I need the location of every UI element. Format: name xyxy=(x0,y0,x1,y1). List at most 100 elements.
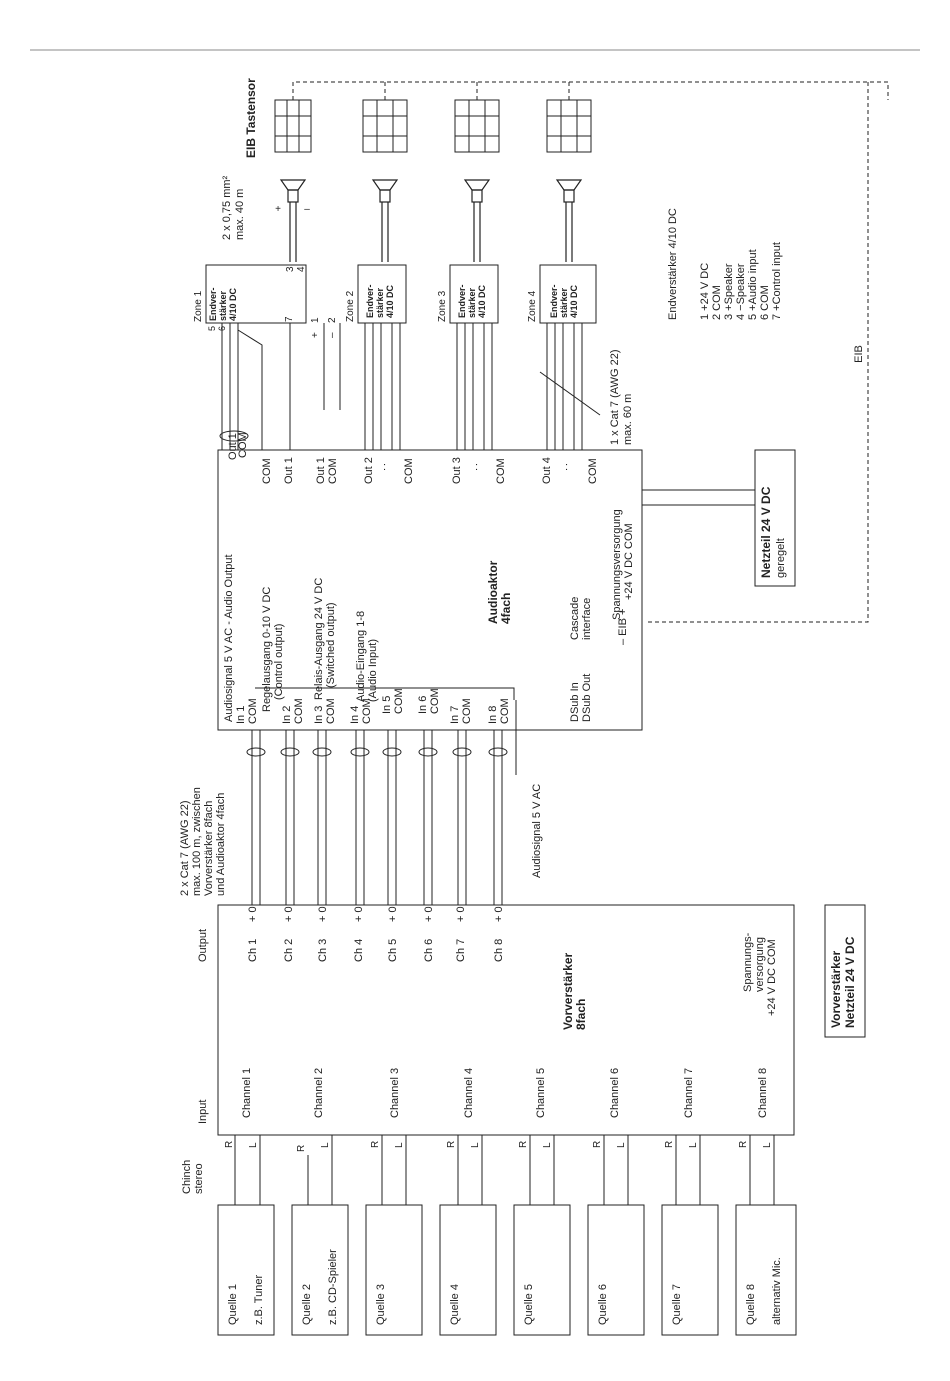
svg-text:In 7: In 7 xyxy=(449,706,461,724)
svg-text:Channel 7: Channel 7 xyxy=(683,1068,695,1118)
svg-text:stärker: stärker xyxy=(559,287,569,318)
svg-text:In 2: In 2 xyxy=(281,706,293,724)
svg-text:L: L xyxy=(616,1142,627,1148)
svg-text:5 +Audio input: 5 +Audio input xyxy=(747,249,759,320)
dsub-out: DSub Out xyxy=(581,674,593,722)
dots: : xyxy=(475,461,478,473)
relais-com: COM xyxy=(327,458,339,484)
cable-main-l2: max. 100 m, zwischen xyxy=(191,787,203,896)
input-bracket xyxy=(255,687,515,700)
audio-output-label: Audiosignal 5 V AC - Audio Output xyxy=(223,554,235,722)
svg-text:4/10 DC: 4/10 DC xyxy=(569,284,579,318)
svg-text:Quelle 1: Quelle 1 xyxy=(227,1284,239,1325)
svg-text:Channel 1: Channel 1 xyxy=(241,1068,253,1118)
svg-text:R: R xyxy=(592,1141,603,1148)
com-out3: COM xyxy=(495,458,507,484)
svg-text:Ch 2: Ch 2 xyxy=(283,939,295,962)
eib-label: EIB xyxy=(853,345,865,363)
ch-outputs: Ch 1+ 0 Ch 2+ 0 Ch 3+ 0 Ch 4+ 0 Ch 5+ 0 … xyxy=(247,906,505,962)
svg-text:COM: COM xyxy=(361,698,373,724)
svg-text:4 −Speaker: 4 −Speaker xyxy=(735,263,747,320)
svg-text:+ 0: + 0 xyxy=(353,906,365,922)
source-box-5: Quelle 5 xyxy=(513,1204,571,1336)
svg-text:alternativ Mic.: alternativ Mic. xyxy=(771,1257,783,1325)
out4: Out 4 xyxy=(541,457,553,484)
audiosignal-label: Audiosignal 5 V AC xyxy=(531,784,543,878)
svg-text:In 5: In 5 xyxy=(381,696,393,714)
svg-text:Vorverstärker: Vorverstärker xyxy=(829,951,843,1028)
eingang-label-1: Audio-Eingang 1-8 xyxy=(355,611,367,702)
svg-text:COM: COM xyxy=(393,688,405,714)
svg-text:4/10 DC: 4/10 DC xyxy=(228,287,238,321)
svg-text:In 8: In 8 xyxy=(487,706,499,724)
svg-text:In 1: In 1 xyxy=(235,706,247,724)
svg-text:3: 3 xyxy=(285,266,296,272)
svg-text:stärker: stärker xyxy=(218,290,228,321)
eib-tastensor-label: EIB Tastensor xyxy=(244,78,258,158)
amp-zone-4: Zone 4 Endver- stärker 4/10 DC xyxy=(527,264,597,324)
cascade-label-2: interface xyxy=(581,598,593,640)
source-box-7: Quelle 7 xyxy=(661,1204,719,1336)
vv-supply-2: versorgung xyxy=(754,937,766,992)
regel-com: COM xyxy=(261,458,273,484)
svg-text:R: R xyxy=(518,1141,529,1148)
svg-text:L: L xyxy=(394,1142,405,1148)
svg-text:COM: COM xyxy=(325,698,337,724)
svg-text:Ch 6: Ch 6 xyxy=(423,939,435,962)
svg-text:stärker: stärker xyxy=(467,287,477,318)
eib-bus xyxy=(292,81,889,623)
rl-labels: R L R L R L R L R L R L R L R L xyxy=(224,1141,773,1152)
svg-text:2 COM: 2 COM xyxy=(711,285,723,320)
svg-text:R: R xyxy=(738,1141,749,1148)
svg-text:7: 7 xyxy=(284,316,295,322)
svg-text:7 +Control input: 7 +Control input xyxy=(771,242,783,320)
svg-text:4/10 DC: 4/10 DC xyxy=(477,284,487,318)
cable-main-l4: und Audioaktor 4fach xyxy=(215,793,227,896)
svg-text:5: 5 xyxy=(207,326,217,331)
svg-text:Netzteil 24 V DC: Netzteil 24 V DC xyxy=(759,486,773,578)
speaker-icon xyxy=(371,179,399,262)
svg-text:Quelle 3: Quelle 3 xyxy=(375,1284,387,1325)
out2: Out 2 xyxy=(363,457,375,484)
svg-text:In 4: In 4 xyxy=(349,706,361,724)
svg-text:R: R xyxy=(370,1141,381,1148)
svg-text:geregelt: geregelt xyxy=(775,538,787,578)
svg-text:z.B. Tuner: z.B. Tuner xyxy=(253,1275,265,1325)
svg-text:Quelle 2: Quelle 2 xyxy=(301,1284,313,1325)
svg-text:L: L xyxy=(248,1142,259,1148)
svg-text:L: L xyxy=(688,1142,699,1148)
svg-text:Ch 4: Ch 4 xyxy=(353,939,365,962)
regel-label-1: Regelausgang 0-10 V DC xyxy=(261,587,273,712)
svg-text:Zone 1: Zone 1 xyxy=(193,290,204,322)
svg-text:Ch 3: Ch 3 xyxy=(317,939,329,962)
out1-top: Out 1 xyxy=(227,433,239,460)
svg-text:R: R xyxy=(446,1141,457,1148)
svg-text:L: L xyxy=(542,1142,553,1148)
sensor-3 xyxy=(454,99,500,153)
svg-text:Quelle 8: Quelle 8 xyxy=(745,1284,757,1325)
cable-main-l3: Vorverstärker 8fach xyxy=(203,801,215,896)
svg-text:Endver-: Endver- xyxy=(208,287,218,321)
svg-text:Ch 1: Ch 1 xyxy=(247,939,259,962)
svg-text:+ 0: + 0 xyxy=(455,906,467,922)
svg-text:Endverstärker 4/10 DC: Endverstärker 4/10 DC xyxy=(667,208,679,320)
relais-out1: Out 1 xyxy=(315,457,327,484)
netzteil-top: Netzteil 24 V DC geregelt xyxy=(754,449,796,587)
svg-text:COM: COM xyxy=(429,688,441,714)
svg-text:In 6: In 6 xyxy=(417,696,429,714)
audioaktor-title-2: 4fach xyxy=(499,593,513,624)
source-box-4: Quelle 4 xyxy=(439,1204,497,1336)
main-cables xyxy=(246,700,517,905)
vv-supply-1: Spannungs- xyxy=(742,932,754,992)
svg-text:In 3: In 3 xyxy=(313,706,325,724)
speaker-icon xyxy=(279,179,307,262)
svg-text:Channel 5: Channel 5 xyxy=(535,1068,547,1118)
speaker-plus: + xyxy=(275,204,281,215)
cable-speaker-l2: max. 40 m xyxy=(234,189,246,240)
svg-text:Channel 8: Channel 8 xyxy=(757,1068,769,1118)
svg-text:COM: COM xyxy=(461,698,473,724)
svg-text:Channel 3: Channel 3 xyxy=(389,1068,401,1118)
pin-2: 2 xyxy=(327,317,338,323)
svg-text:+ 0: + 0 xyxy=(283,906,295,922)
